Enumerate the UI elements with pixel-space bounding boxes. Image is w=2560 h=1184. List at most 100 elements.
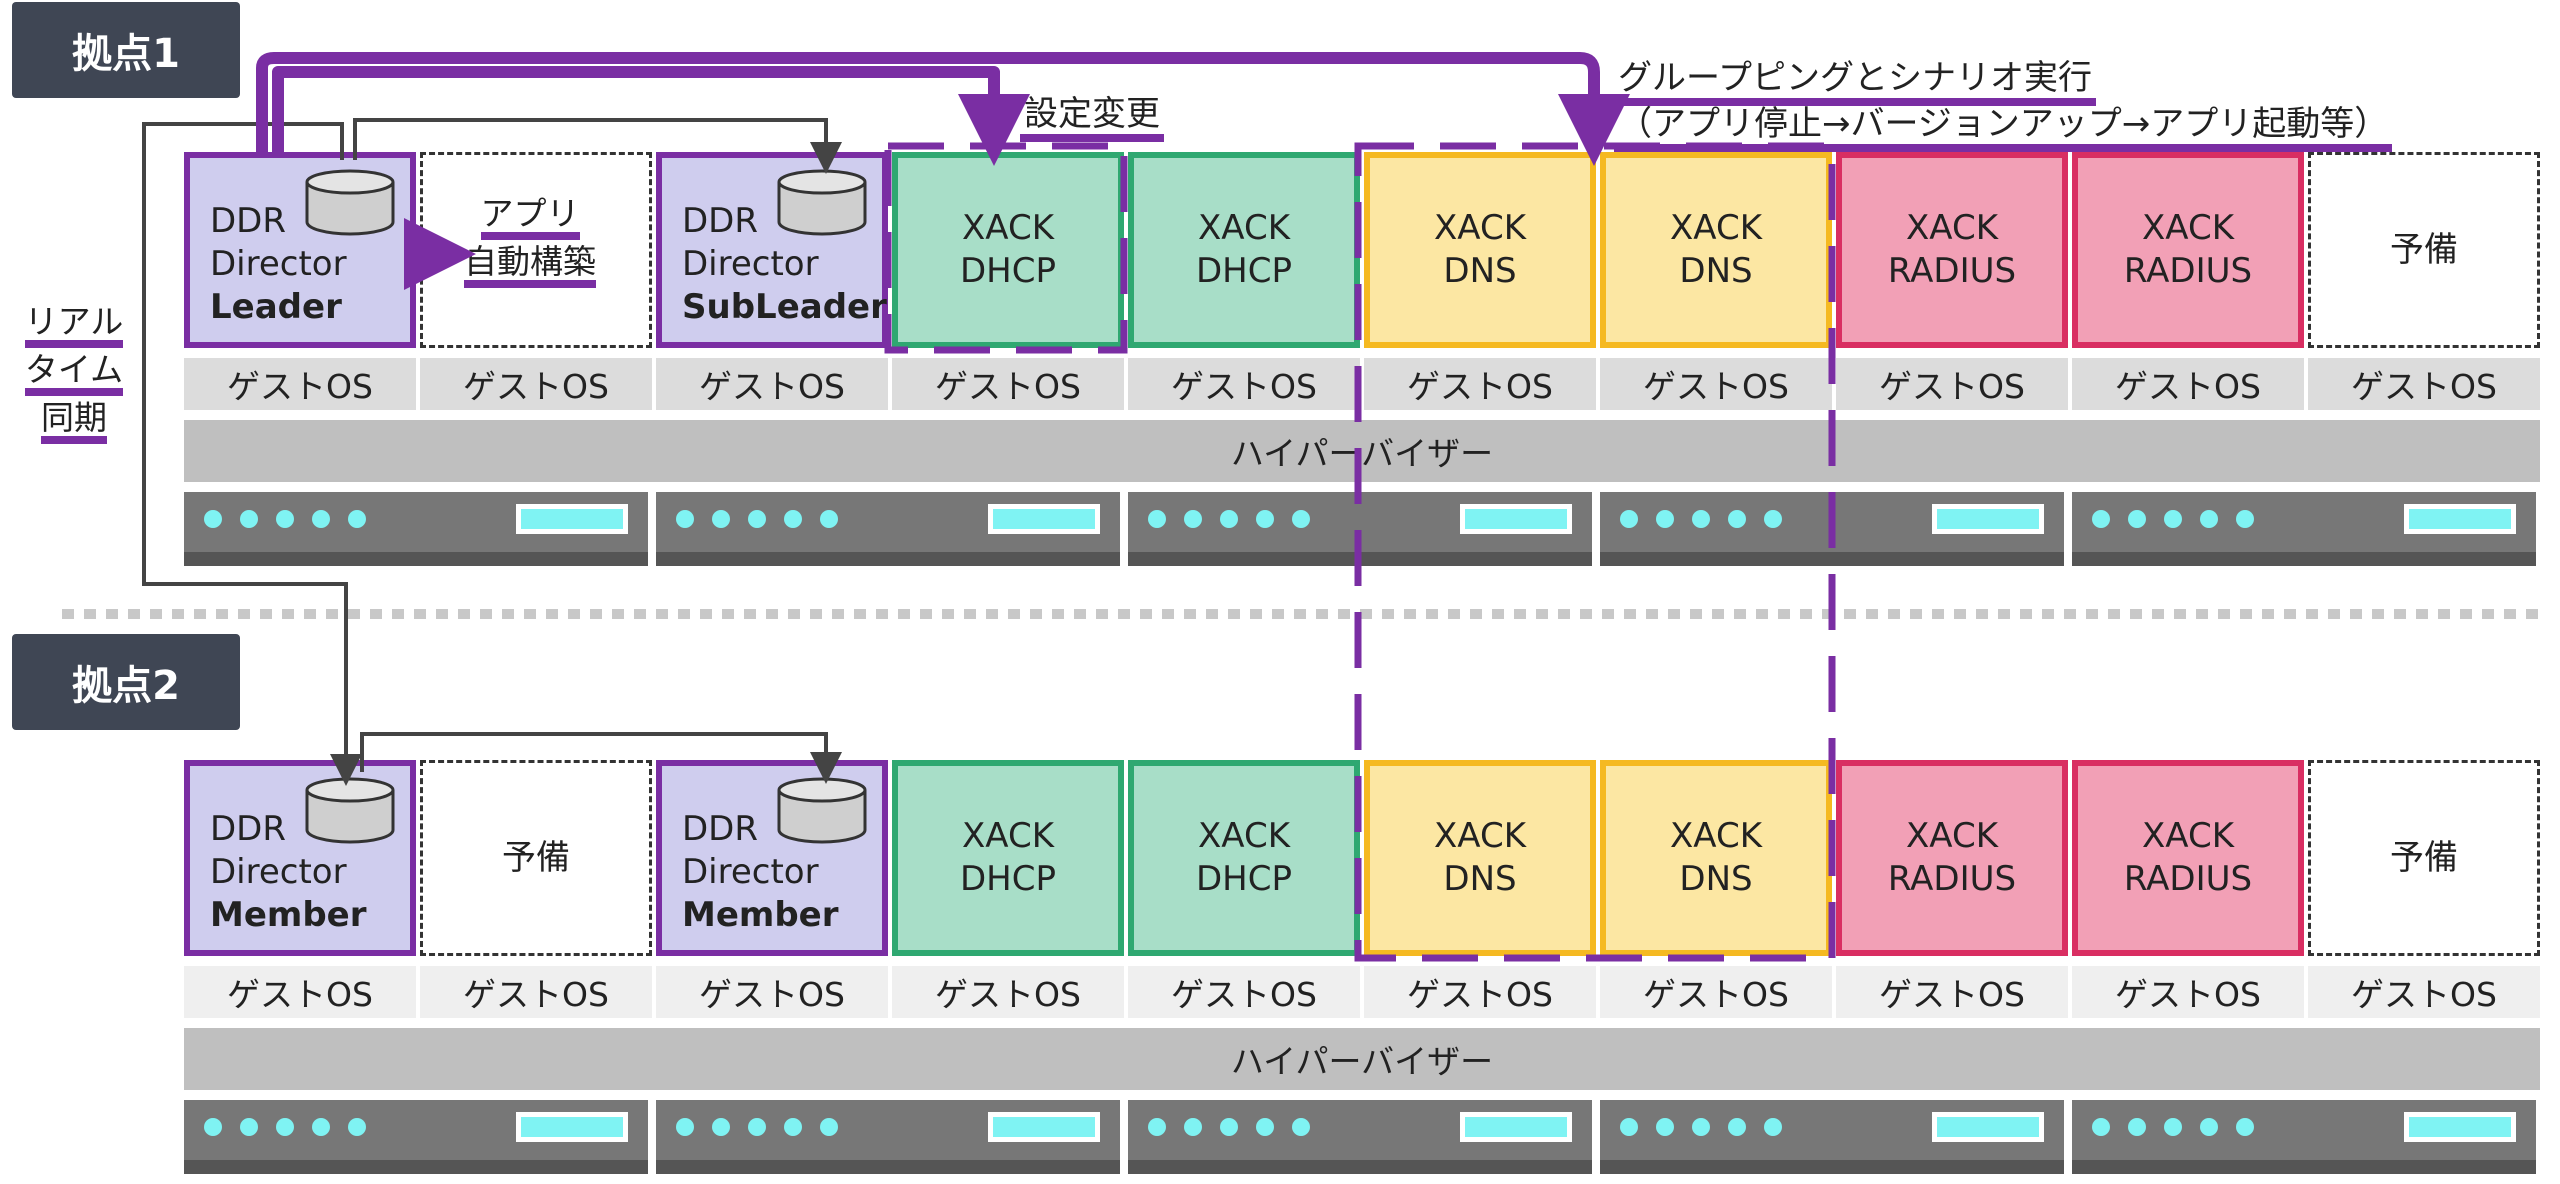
grouping-annotation: グループピングとシナリオ実行 xyxy=(1614,50,2096,106)
server-led xyxy=(1292,510,1310,528)
site2-vm-spare-1: 予備 xyxy=(420,760,652,956)
server-led xyxy=(1764,510,1782,528)
server-led xyxy=(1148,510,1166,528)
guest-os-label: ゲストOS xyxy=(184,358,416,410)
guest-os-label: ゲストOS xyxy=(892,358,1124,410)
guest-os-label: ゲストOS xyxy=(2308,358,2540,410)
site2-vm-spare-9: 予備 xyxy=(2308,760,2540,956)
server-led xyxy=(676,510,694,528)
guest-os-label: ゲストOS xyxy=(656,966,888,1018)
server-led xyxy=(1256,1118,1274,1136)
guest-os-label: ゲストOS xyxy=(2308,966,2540,1018)
physical-server xyxy=(2072,492,2536,566)
server-led xyxy=(1620,1118,1638,1136)
guest-os-label: ゲストOS xyxy=(1128,358,1360,410)
database-icon xyxy=(305,169,395,236)
sync-line-member-member xyxy=(360,732,842,784)
realtime-sync-annotation: リアル タイム 同期 xyxy=(14,300,134,444)
server-led xyxy=(2200,510,2218,528)
spare-label: 予備 xyxy=(2390,837,2458,878)
guest-os-label: ゲストOS xyxy=(420,966,652,1018)
scenario-annotation: （アプリ停止→バージョンアップ→アプリ起動等） xyxy=(1614,96,2393,152)
server-led xyxy=(312,1118,330,1136)
grouping-arrow xyxy=(256,52,1630,166)
server-led xyxy=(1148,1118,1166,1136)
physical-server xyxy=(1128,1100,1592,1174)
server-led xyxy=(2092,510,2110,528)
server-led xyxy=(348,1118,366,1136)
server-led xyxy=(820,510,838,528)
guest-os-label: ゲストOS xyxy=(656,358,888,410)
database-icon xyxy=(777,777,867,844)
server-led xyxy=(1764,1118,1782,1136)
physical-server xyxy=(184,492,648,566)
server-led xyxy=(1184,1118,1202,1136)
hypervisor-bar: ハイパーバイザー xyxy=(184,1028,2540,1090)
server-led xyxy=(1728,510,1746,528)
server-led xyxy=(2164,510,2182,528)
server-led xyxy=(2236,1118,2254,1136)
guest-os-label: ゲストOS xyxy=(2072,358,2304,410)
site-1-label: 拠点1 xyxy=(12,2,240,98)
site1-vm-spare-9: 予備 xyxy=(2308,152,2540,348)
server-led xyxy=(240,1118,258,1136)
server-led xyxy=(2200,1118,2218,1136)
server-drive-slot xyxy=(516,1112,628,1142)
guest-os-label: ゲストOS xyxy=(1128,966,1360,1018)
server-drive-slot xyxy=(1460,504,1572,534)
server-led xyxy=(1692,1118,1710,1136)
server-led xyxy=(712,510,730,528)
guest-os-label: ゲストOS xyxy=(1836,966,2068,1018)
server-drive-slot xyxy=(988,504,1100,534)
server-led xyxy=(2128,510,2146,528)
database-icon xyxy=(777,169,867,236)
physical-server xyxy=(656,492,1120,566)
server-led xyxy=(1256,510,1274,528)
server-led xyxy=(820,1118,838,1136)
server-led xyxy=(712,1118,730,1136)
server-led xyxy=(1220,510,1238,528)
server-drive-slot xyxy=(1460,1112,1572,1142)
sync-line-leader-member xyxy=(142,122,362,786)
server-led xyxy=(204,510,222,528)
server-led xyxy=(784,1118,802,1136)
guest-os-label: ゲストOS xyxy=(1364,358,1596,410)
guest-os-label: ゲストOS xyxy=(2072,966,2304,1018)
server-led xyxy=(204,1118,222,1136)
guest-os-label: ゲストOS xyxy=(1600,358,1832,410)
sync-line-leader-subleader xyxy=(353,118,842,174)
server-led xyxy=(748,510,766,528)
server-drive-slot xyxy=(2404,1112,2516,1142)
server-drive-slot xyxy=(516,504,628,534)
config-change-arrow xyxy=(272,66,1030,166)
server-led xyxy=(2128,1118,2146,1136)
config-change-annotation: 設定変更 xyxy=(1020,86,1164,142)
server-drive-slot xyxy=(1932,504,2044,534)
server-led xyxy=(312,510,330,528)
server-led xyxy=(1656,510,1674,528)
physical-server xyxy=(2072,1100,2536,1174)
guest-os-label: ゲストOS xyxy=(892,966,1124,1018)
